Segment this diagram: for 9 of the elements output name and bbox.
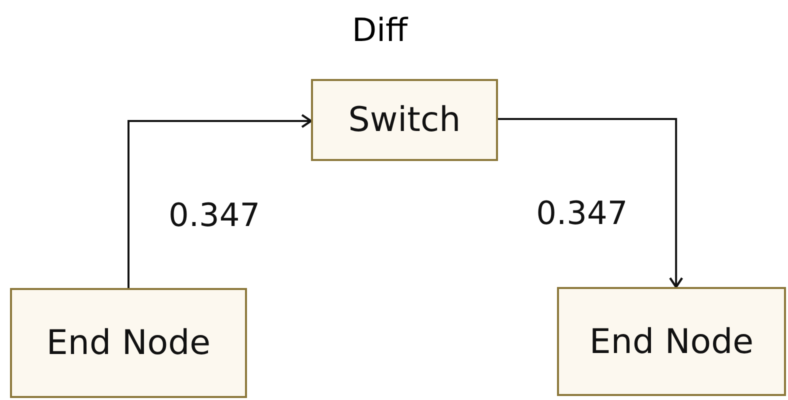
node-box xyxy=(10,288,247,398)
node-label: End Node xyxy=(589,322,754,362)
node-label: Switch xyxy=(348,100,461,140)
node-label: End Node xyxy=(46,323,211,363)
diagram-title: Diff xyxy=(352,14,408,46)
node-box xyxy=(311,79,498,161)
connector-arrow xyxy=(498,118,684,288)
node-box xyxy=(557,287,786,396)
connector-arrow xyxy=(128,114,312,288)
